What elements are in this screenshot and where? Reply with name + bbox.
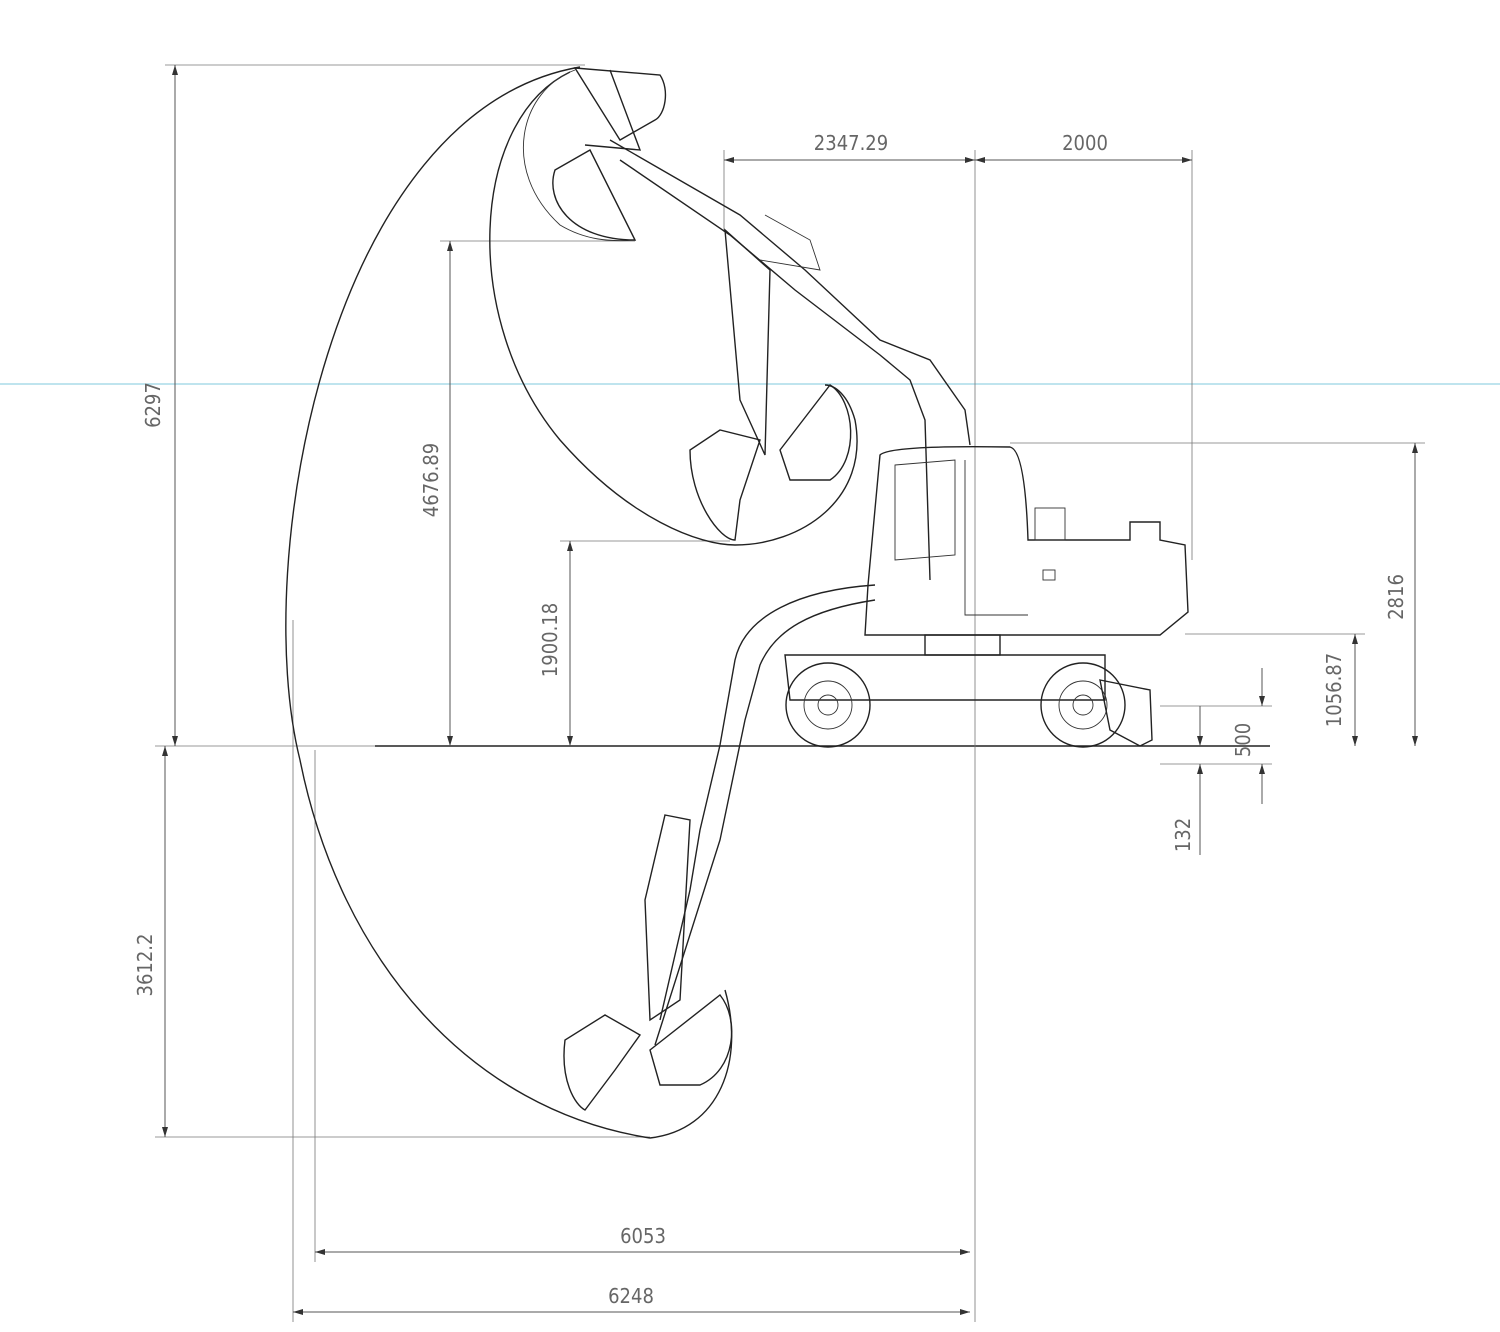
bucket-middle bbox=[689, 384, 852, 541]
excavator-arm-raised bbox=[609, 139, 971, 581]
label-front-swing: 2347.29 bbox=[814, 131, 888, 155]
label-blade-depth: 132 bbox=[1171, 818, 1195, 852]
label-counterweight-clearance: 1056.87 bbox=[1322, 653, 1346, 727]
dimension-labels: 6297 4676.89 1900.18 3612.2 2347.29 2000… bbox=[133, 131, 1408, 1308]
label-min-dumping-height: 1900.18 bbox=[538, 603, 562, 677]
label-max-digging-height: 6297 bbox=[141, 382, 165, 428]
dozer-blade bbox=[1099, 679, 1153, 747]
excavator-arm-lowered bbox=[644, 584, 876, 1046]
bucket-top bbox=[552, 67, 667, 241]
label-rear-length: 2000 bbox=[1062, 131, 1108, 155]
label-blade-lift: 500 bbox=[1231, 723, 1255, 757]
label-max-reach-ground: 6053 bbox=[620, 1224, 666, 1248]
dimension-lines bbox=[162, 65, 1418, 1315]
label-max-reach: 6248 bbox=[608, 1284, 654, 1308]
label-max-digging-depth: 3612.2 bbox=[133, 934, 157, 997]
undercarriage bbox=[784, 654, 1106, 701]
excavator-body bbox=[784, 445, 1189, 748]
cab-window bbox=[894, 459, 956, 561]
bucket-bottom bbox=[563, 994, 733, 1111]
swing-bearing bbox=[924, 634, 1001, 656]
label-max-dumping-height: 4676.89 bbox=[419, 443, 443, 517]
front-wheel bbox=[785, 662, 871, 748]
working-envelope bbox=[285, 66, 858, 1139]
label-overall-height: 2816 bbox=[1384, 574, 1408, 620]
upper-structure bbox=[864, 445, 1189, 636]
rear-wheel bbox=[1040, 662, 1126, 748]
extension-lines bbox=[155, 64, 1425, 1322]
